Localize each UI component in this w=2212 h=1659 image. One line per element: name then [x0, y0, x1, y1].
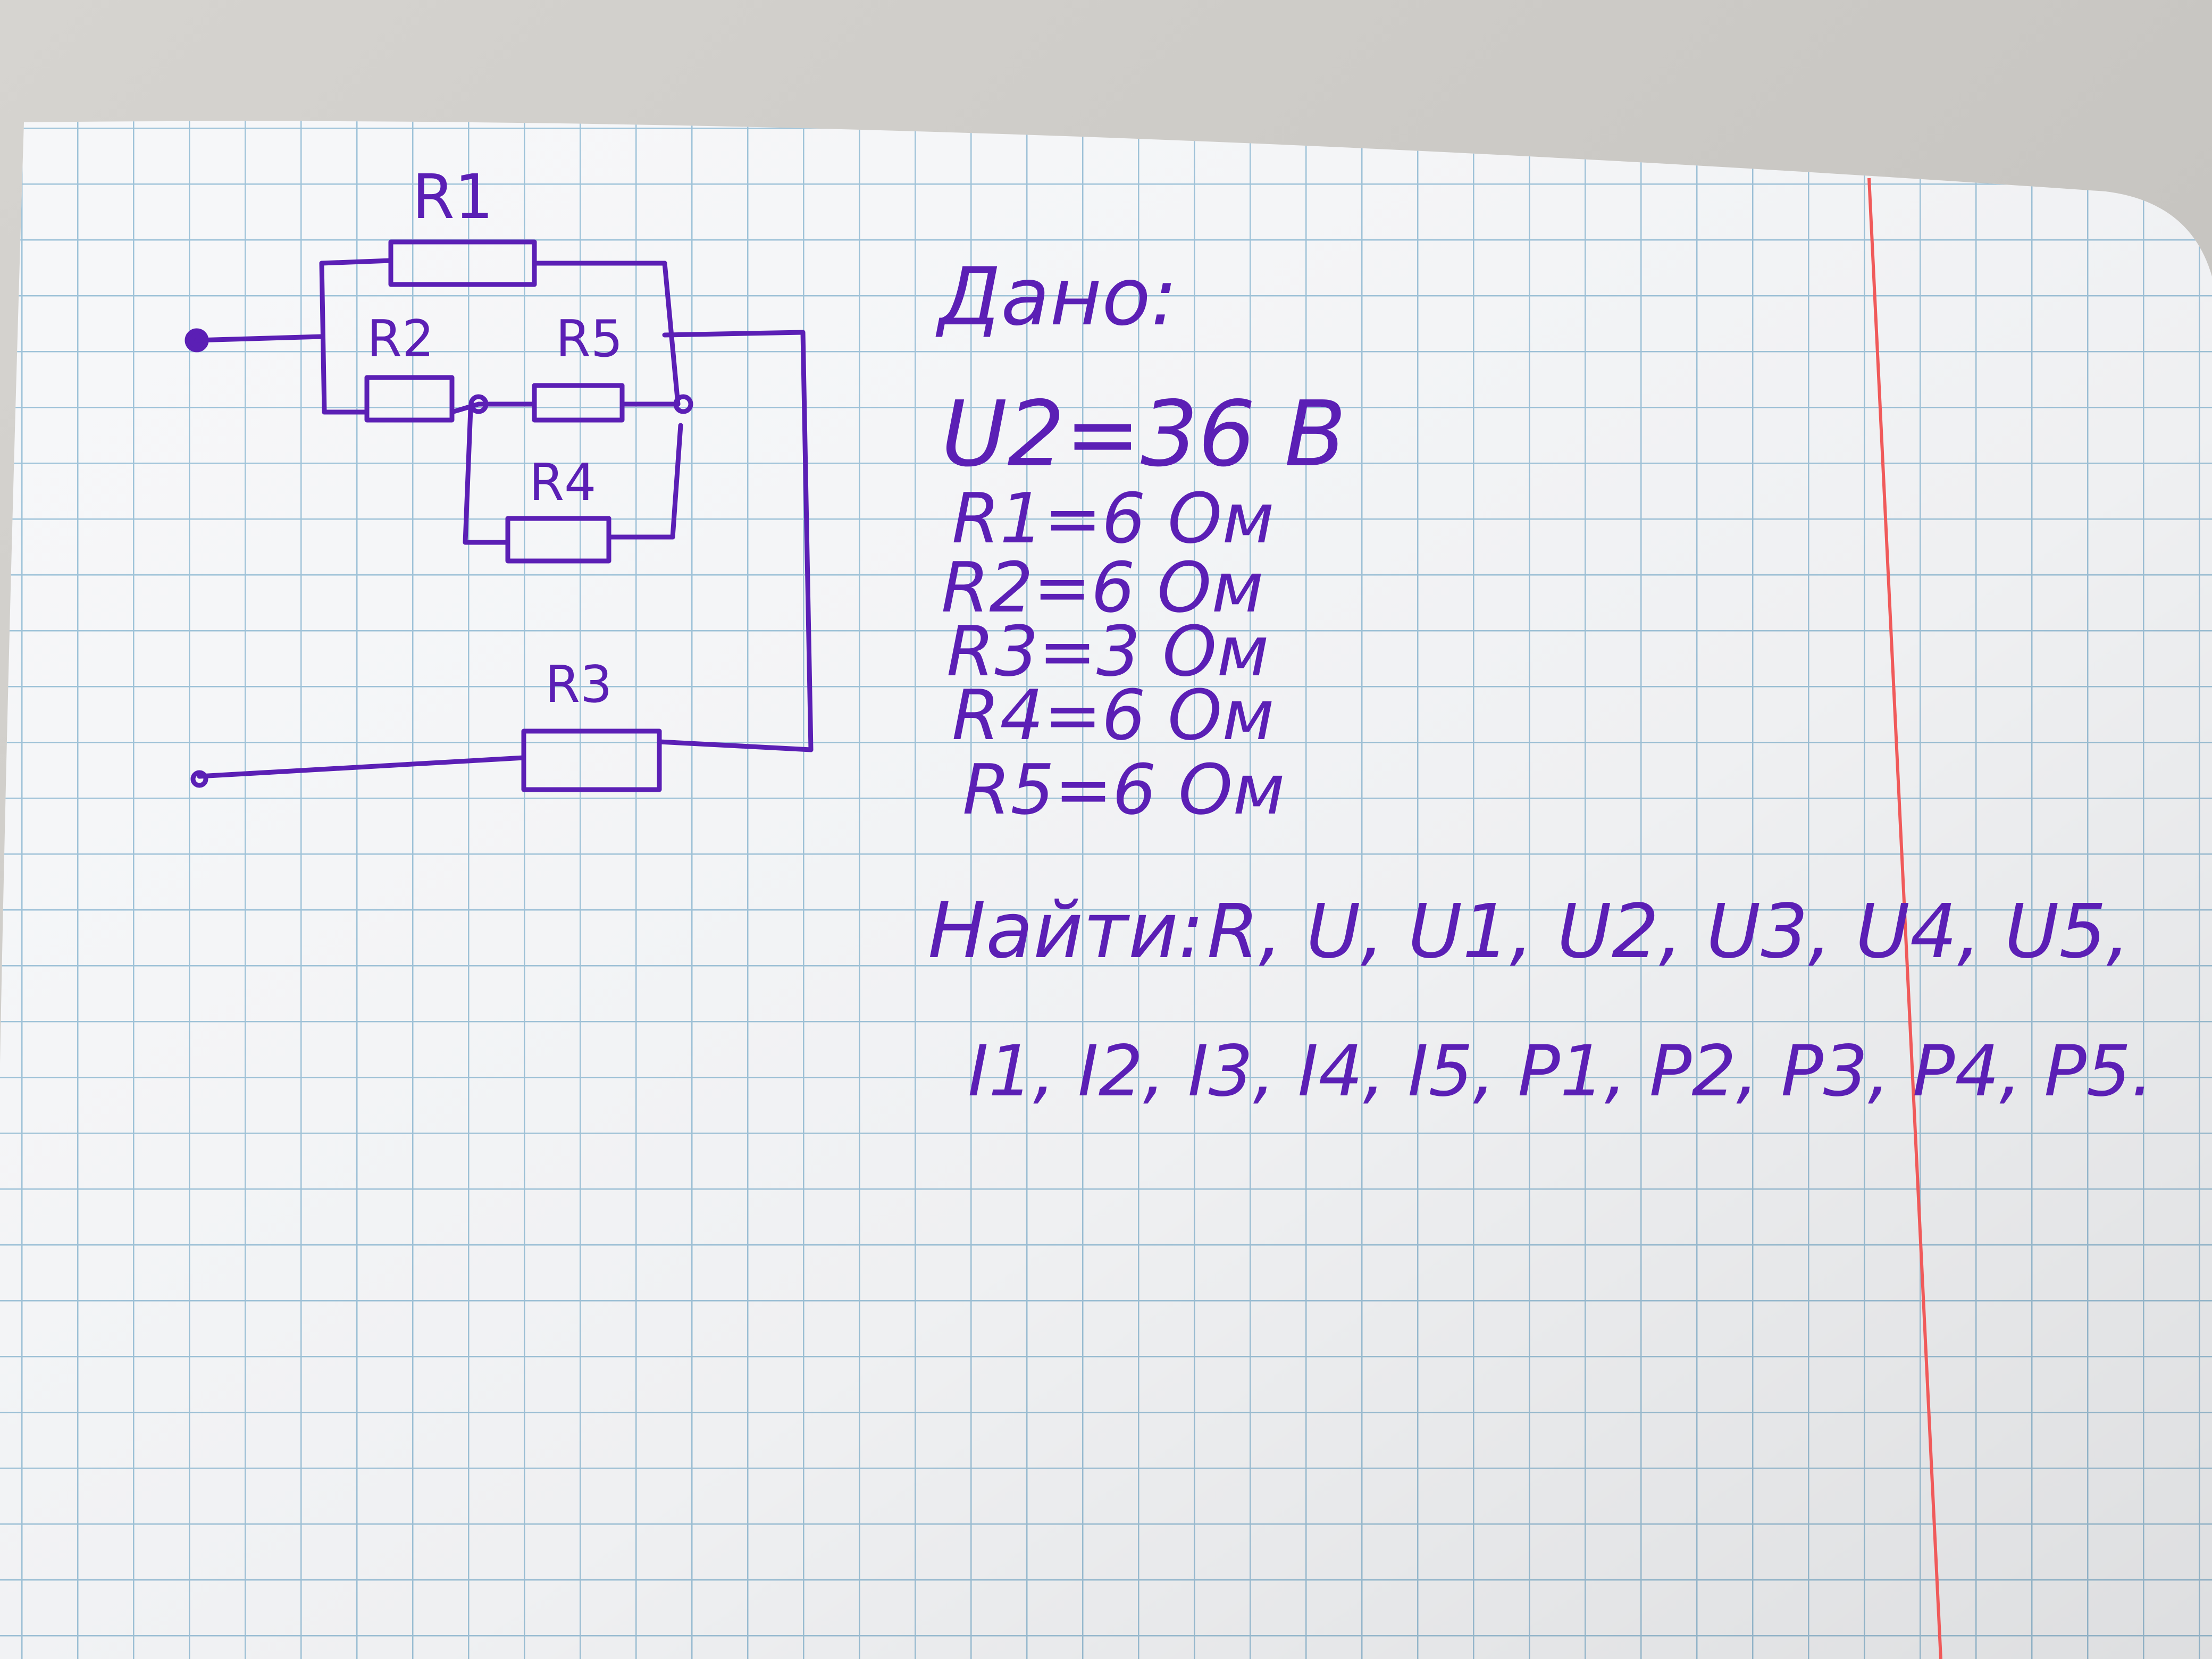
resistor-r3 [521, 728, 662, 792]
circuit-diagram [185, 239, 814, 792]
problem-text: Дано: U2=36 В R1=6 Ом R2=6 Ом R3=3 Ом R4… [928, 251, 2154, 1112]
given-u2: U2=36 В [941, 382, 1346, 487]
wire-left-node [319, 261, 327, 415]
resistor-r4 [505, 516, 611, 564]
find-heading: Найти: [928, 886, 1204, 976]
find-line-2: I1, I2, I3, I4, I5, P1, P2, P3, P4, P5. [968, 1030, 2154, 1112]
label-r3: R3 [545, 656, 612, 714]
given-r2: R2=6 Ом [941, 547, 1263, 628]
label-r2: R2 [367, 310, 434, 368]
wire-output [197, 755, 526, 779]
output-terminal [190, 770, 208, 788]
given-r4: R4=6 Ом [952, 675, 1274, 756]
find-line-1: R, U, U1, U2, U3, U4, U5, [1207, 889, 2130, 975]
wire-right-rail [800, 330, 814, 752]
circuit-labels: R1 R2 R5 R4 R3 [367, 162, 623, 714]
resistor-r5 [532, 383, 625, 423]
label-r4: R4 [529, 454, 596, 512]
resistor-r1 [388, 239, 537, 287]
wire-input [194, 334, 324, 343]
node-right [673, 394, 693, 414]
margin-line [1867, 178, 1942, 1659]
given-r1: R1=6 Ом [952, 478, 1274, 559]
label-r5: R5 [556, 310, 623, 368]
label-r1: R1 [412, 162, 493, 233]
resistor-r2 [364, 375, 455, 423]
given-heading: Дано: [935, 251, 1178, 343]
given-r3: R3=3 Ом [946, 611, 1269, 692]
given-r5: R5=6 Ом [962, 749, 1285, 830]
